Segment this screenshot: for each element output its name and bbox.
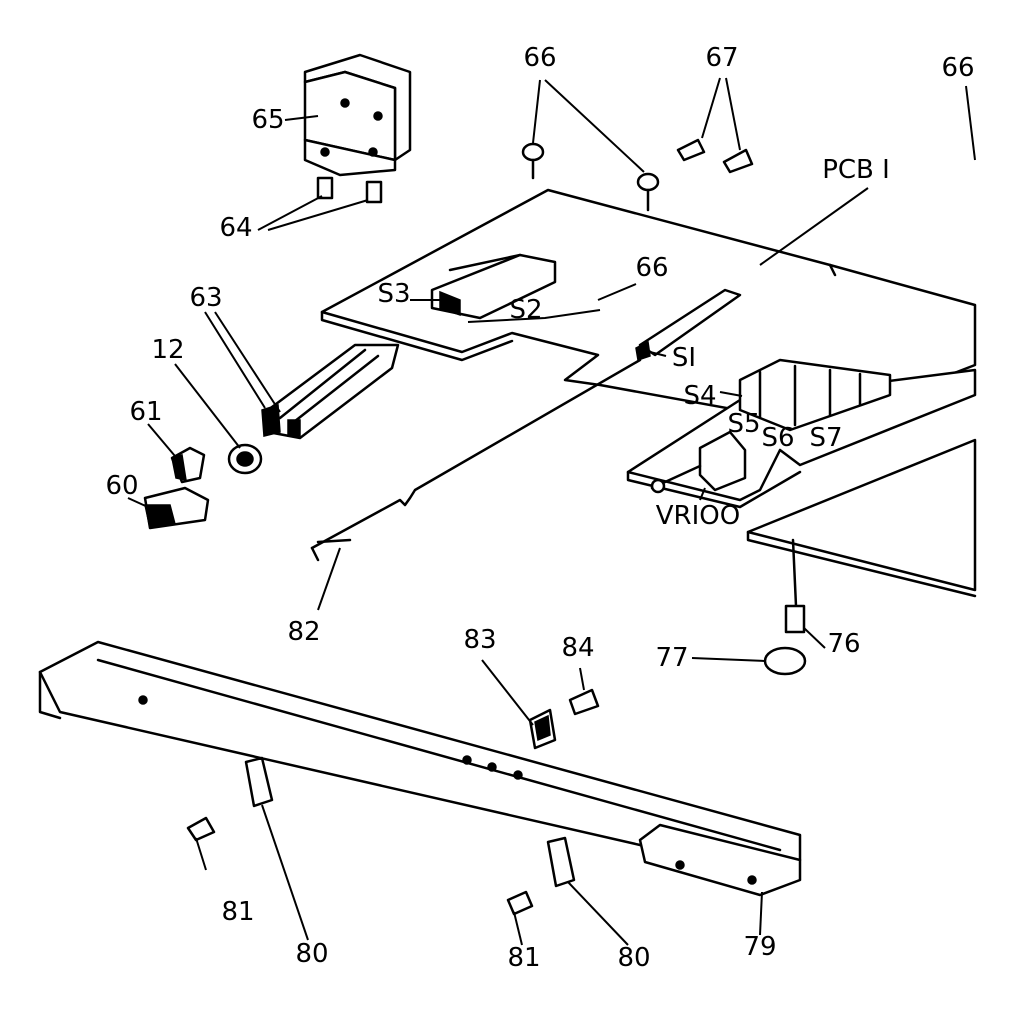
- callout-80a: 80: [295, 939, 328, 969]
- rail-79: [38, 640, 802, 897]
- foot-76-77: [763, 538, 807, 676]
- callout-s5: S5: [727, 409, 760, 439]
- callout-pcb1: PCB I: [822, 155, 890, 185]
- callout-83: 83: [463, 625, 496, 655]
- callout-81b: 81: [507, 943, 540, 973]
- screw-84: [568, 688, 600, 716]
- bracket-65: [303, 53, 412, 177]
- screws-top: [521, 138, 754, 212]
- callout-66a: 66: [523, 43, 556, 73]
- callout-77: 77: [655, 643, 688, 673]
- screws-81: [186, 816, 534, 916]
- callout-67: 67: [705, 43, 738, 73]
- callout-61: 61: [129, 397, 162, 427]
- callout-65: 65: [251, 105, 284, 135]
- callout-12: 12: [151, 335, 184, 365]
- knob-parts: [143, 443, 263, 530]
- callout-76: 76: [827, 629, 860, 659]
- callout-81a: 81: [221, 897, 254, 927]
- callout-s4: S4: [683, 381, 716, 411]
- leader-lines: [127, 77, 976, 946]
- slider-63: [261, 343, 400, 440]
- callout-84: 84: [561, 633, 594, 663]
- callout-66b: 66: [941, 53, 974, 83]
- callout-vr100: VRIOO: [656, 501, 740, 531]
- actuator-s1: [635, 288, 742, 361]
- callout-63: 63: [189, 283, 222, 313]
- callout-s7: S7: [809, 423, 842, 453]
- screws-64: [316, 176, 383, 204]
- brackets-80: [244, 756, 576, 888]
- callout-s1: SI: [672, 343, 696, 373]
- clip-83: [528, 708, 557, 750]
- callout-s6: S6: [761, 423, 794, 453]
- callout-82: 82: [287, 617, 320, 647]
- callout-64: 64: [219, 213, 252, 243]
- callout-79: 79: [743, 932, 776, 962]
- callout-labels: 66 67 66 65 64 63 12 61 60 S3 S2 66 PCB …: [105, 43, 974, 973]
- callout-66c: 66: [635, 253, 668, 283]
- switch-s2-s3: [430, 253, 557, 320]
- wire-82: [310, 358, 642, 562]
- vr100-pot: [650, 430, 747, 494]
- base-plate: [746, 438, 977, 598]
- callout-60: 60: [105, 471, 138, 501]
- switches-s4-s7: [738, 358, 892, 432]
- callout-80b: 80: [617, 943, 650, 973]
- callout-s2: S2: [509, 295, 542, 325]
- callout-s3: S3: [377, 279, 410, 309]
